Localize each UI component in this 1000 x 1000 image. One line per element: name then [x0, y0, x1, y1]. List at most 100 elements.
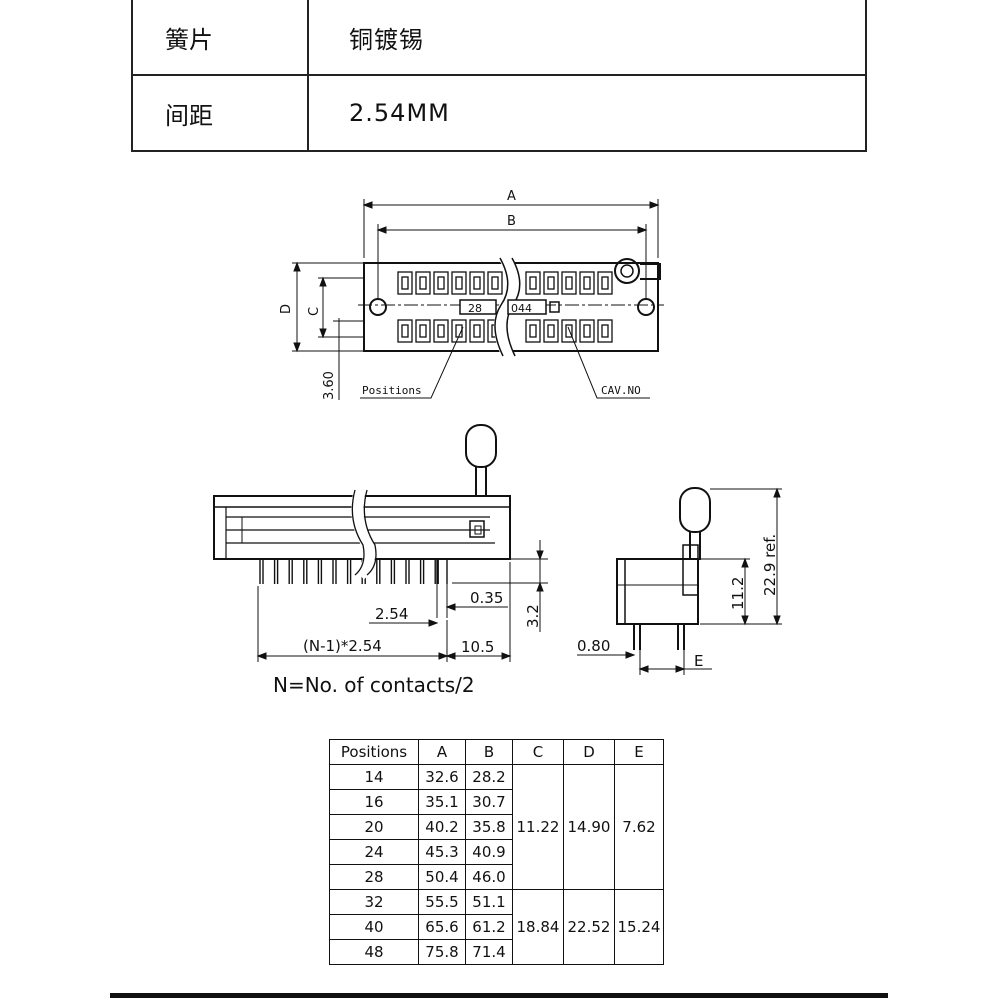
cell-positions: 28: [329, 864, 419, 890]
cell-c: 18.84: [512, 889, 564, 965]
contact-slot: [547, 324, 555, 338]
cell-b: 30.7: [465, 789, 513, 815]
table-row: 16 35.1 30.7: [329, 789, 664, 815]
cell-b: 46.0: [465, 864, 513, 890]
cell-positions: 20: [329, 814, 419, 840]
table-header-row: Positions A B C D E: [329, 739, 664, 765]
dim-112: 11.2: [729, 577, 747, 610]
lever-stub: [640, 263, 661, 280]
cell-b: 35.8: [465, 814, 513, 840]
header-a: A: [418, 739, 466, 765]
break-line: [494, 257, 509, 357]
pin: [317, 559, 323, 584]
contact-slot: [401, 324, 409, 338]
mark-box-right: [507, 299, 547, 315]
cell-b: 61.2: [465, 914, 513, 940]
contact-cell: [397, 271, 413, 295]
contact-cell: [469, 271, 485, 295]
table-row: 32 55.5 51.1 18.84 22.52 15.24: [329, 889, 664, 965]
contact-cell: [525, 319, 541, 343]
cell-positions: 24: [329, 839, 419, 865]
contact-cell: [433, 271, 449, 295]
contact-slot: [473, 276, 481, 290]
cell-a: 50.4: [418, 864, 466, 890]
contact-cell: [543, 271, 559, 295]
label-e: E: [694, 652, 703, 670]
cav-leader: [567, 326, 650, 399]
end-view: 22.9 ref. 11.2 0.80 E: [577, 487, 782, 675]
header-d: D: [563, 739, 615, 765]
lever-handle-side: [465, 424, 497, 468]
header-b: B: [465, 739, 513, 765]
pin: [346, 559, 352, 584]
dimension-table: Positions A B C D E 14 32.6 28.2 11.22 1…: [329, 739, 664, 965]
dim-105: 10.5: [461, 638, 494, 656]
header-e: E: [614, 739, 664, 765]
contact-slot: [437, 324, 445, 338]
spec-key: 间距: [131, 74, 309, 152]
cell-a: 55.5: [418, 889, 466, 915]
cell-b: 71.4: [465, 939, 513, 965]
cell-b: 51.1: [465, 889, 513, 915]
header-positions: Positions: [329, 739, 419, 765]
bottom-rule: [110, 993, 888, 998]
contact-cell: [597, 319, 613, 343]
cell-b: 40.9: [465, 839, 513, 865]
contact-slot: [565, 324, 573, 338]
table-row: 48 75.8 71.4: [329, 939, 664, 965]
cell-c: 11.22: [512, 764, 564, 890]
contact-slot: [401, 276, 409, 290]
contact-cell: [469, 319, 485, 343]
cell-e: 15.24: [614, 889, 664, 965]
mark-left: 28: [468, 302, 482, 315]
dim-035: 0.35: [470, 589, 503, 607]
cell-a: 40.2: [418, 814, 466, 840]
contact-cell: [415, 271, 431, 295]
label-positions: Positions: [362, 384, 422, 397]
mount-hole-left: [369, 298, 387, 316]
pin: [288, 559, 293, 584]
cell-d: 22.52: [563, 889, 615, 965]
pin: [332, 559, 337, 584]
dim-229: 22.9 ref.: [761, 534, 779, 596]
pin-row-side: [259, 559, 448, 584]
label-c: C: [307, 307, 322, 316]
mark-box-left: [459, 299, 497, 315]
cell-b: 28.2: [465, 764, 513, 790]
mark-right: 044: [511, 302, 532, 315]
dim-n1: (N-1)*2.54: [303, 637, 382, 655]
pin: [303, 559, 308, 584]
label-cav-no: CAV.NO: [601, 384, 641, 397]
contact-cell: [597, 271, 613, 295]
lever-pivot: [614, 258, 640, 284]
contact-slot: [491, 276, 499, 290]
header-c: C: [512, 739, 564, 765]
contact-cell: [451, 319, 467, 343]
cell-positions: 48: [329, 939, 419, 965]
cell-a: 35.1: [418, 789, 466, 815]
dim-080: 0.80: [577, 637, 610, 655]
spec-value: 2.54MM: [307, 74, 867, 152]
cav-box: [549, 301, 560, 313]
spec-key: 簧片: [131, 0, 309, 76]
contact-slot: [601, 276, 609, 290]
contact-slot: [583, 276, 591, 290]
cell-positions: 14: [329, 764, 419, 790]
pin: [434, 559, 439, 584]
pin: [419, 559, 425, 584]
contact-slot: [419, 324, 427, 338]
top-view: 28 044 A B D C 3.60 Positions: [279, 189, 664, 400]
cell-a: 75.8: [418, 939, 466, 965]
contact-cell: [579, 271, 595, 295]
dim-32: 3.2: [524, 604, 542, 628]
spec-value: 铜镀锡: [307, 0, 867, 76]
pin: [436, 559, 448, 584]
cell-d: 14.90: [563, 764, 615, 890]
contact-slot: [455, 276, 463, 290]
contact-slot: [601, 324, 609, 338]
contact-cell: [487, 271, 503, 295]
cell-a: 45.3: [418, 839, 466, 865]
cell-e: 7.62: [614, 764, 664, 890]
contact-slot: [473, 324, 481, 338]
